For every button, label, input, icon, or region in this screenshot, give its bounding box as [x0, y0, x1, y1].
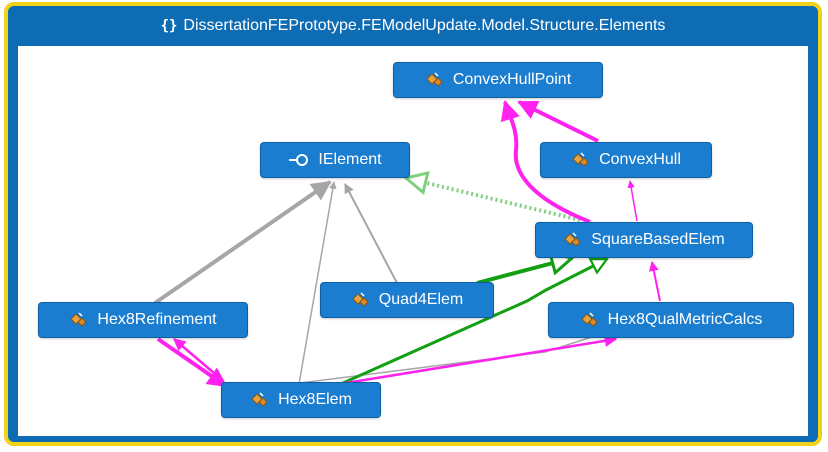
- interface-icon: [288, 153, 310, 167]
- class-icon: [563, 231, 583, 249]
- node-hex8qualmetriccalcs[interactable]: Hex8QualMetricCalcs: [548, 302, 794, 338]
- node-label: SquareBasedElem: [591, 231, 725, 248]
- diagram-title: DissertationFEPrototype.FEModelUpdate.Mo…: [183, 17, 666, 34]
- node-label: ConvexHullPoint: [452, 71, 572, 88]
- node-convexhull[interactable]: ConvexHull: [540, 142, 712, 178]
- node-quad4elem[interactable]: Quad4Elem: [320, 282, 494, 318]
- node-label: Quad4Elem: [378, 291, 464, 308]
- node-hex8elem[interactable]: Hex8Elem: [221, 382, 381, 418]
- class-icon: [580, 311, 600, 329]
- node-label: Hex8QualMetricCalcs: [607, 311, 763, 328]
- class-icon: [69, 311, 89, 329]
- node-label: Hex8Refinement: [97, 311, 217, 328]
- node-ielement[interactable]: IElement: [260, 142, 410, 178]
- class-icon: [425, 71, 445, 89]
- title-bar: {} DissertationFEPrototype.FEModelUpdate…: [8, 6, 818, 46]
- namespace-icon: {}: [160, 18, 178, 34]
- node-convexhullpoint[interactable]: ConvexHullPoint: [393, 62, 603, 98]
- node-label: IElement: [318, 151, 382, 168]
- class-icon: [250, 391, 270, 409]
- class-icon: [351, 291, 371, 309]
- node-label: ConvexHull: [599, 151, 681, 168]
- class-icon: [571, 151, 591, 169]
- node-label: Hex8Elem: [278, 391, 352, 408]
- node-hex8refinement[interactable]: Hex8Refinement: [38, 302, 248, 338]
- node-squarebasedelem[interactable]: SquareBasedElem: [535, 222, 753, 258]
